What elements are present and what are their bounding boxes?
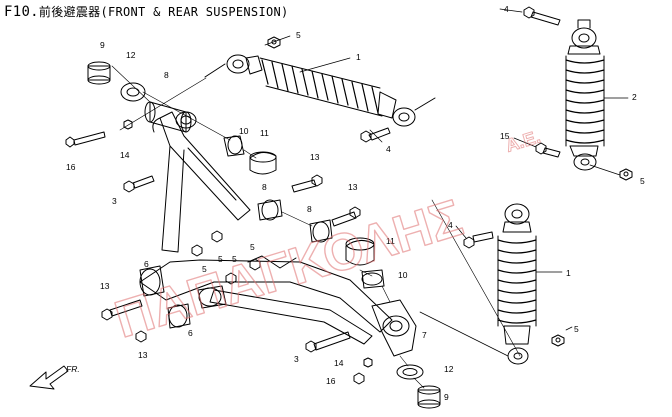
callout-9: 9 [100, 40, 105, 50]
callout-5: 5 [250, 242, 255, 252]
front-direction-label: FR. [66, 364, 80, 374]
front-shock-absorber[interactable] [497, 203, 537, 365]
callout-10: 10 [398, 270, 408, 280]
bushing-9-top[interactable] [87, 61, 111, 85]
upper-a-arm[interactable] [152, 111, 251, 253]
callout-16: 16 [326, 376, 336, 386]
callout-1: 1 [566, 268, 571, 278]
bolt-15[interactable] [535, 142, 561, 158]
callout-11: 11 [386, 236, 395, 246]
front-direction-arrow [29, 365, 69, 390]
nut-5-left[interactable] [191, 244, 203, 257]
callout-15: 15 [500, 131, 510, 141]
callout-10: 10 [239, 126, 249, 136]
bolt-13-left[interactable] [101, 299, 143, 321]
callout-6: 6 [188, 328, 193, 338]
callout-7: 7 [422, 330, 427, 340]
cap-11-upper[interactable] [249, 151, 277, 175]
knuckle-7[interactable] [371, 299, 417, 357]
callout-16: 16 [66, 162, 76, 172]
callout-5: 5 [574, 324, 579, 334]
bushing-6-lower[interactable] [167, 303, 191, 329]
callout-8: 8 [164, 70, 169, 80]
bolt-3-upper[interactable] [123, 175, 155, 193]
title-cjk: 前後避震器 [38, 5, 101, 19]
bushing-8-right[interactable] [257, 199, 283, 221]
nut-5-top[interactable] [267, 36, 281, 49]
callout-5: 5 [296, 30, 301, 40]
cap-11-lower[interactable] [345, 237, 375, 266]
callout-12: 12 [126, 50, 136, 60]
bushing-sleeve-lower-mid[interactable] [197, 285, 227, 309]
callout-4: 4 [386, 144, 391, 154]
callout-9: 9 [444, 392, 449, 402]
nut-14-lower[interactable] [363, 357, 373, 368]
callout-14: 14 [120, 150, 130, 160]
assembly-lines [111, 65, 521, 389]
nut-14-top[interactable] [123, 119, 133, 130]
bolt-13-upper[interactable] [291, 174, 323, 193]
bolt-4-middle[interactable] [360, 127, 391, 143]
callout-3: 3 [112, 196, 117, 206]
callout-5: 5 [640, 176, 645, 186]
callout-13: 13 [138, 350, 148, 360]
callout-leaders-right [499, 8, 629, 176]
callout-5: 5 [218, 254, 223, 264]
bushing-9-lower[interactable] [417, 385, 441, 409]
bolt-3-lower[interactable] [305, 331, 351, 353]
rear-shock-absorber-vertical[interactable] [565, 19, 605, 171]
callout-4: 4 [448, 220, 453, 230]
bolt-13-mid[interactable] [331, 206, 361, 227]
nut-5-right[interactable] [619, 168, 633, 181]
callout-labels: 9 12 8 16 14 10 11 3 8 13 8 13 11 6 5 5 … [66, 4, 645, 402]
callout-13: 13 [348, 182, 358, 192]
title-text: (FRONT & REAR SUSPENSION) [100, 5, 289, 19]
bushing-10-upper[interactable] [223, 135, 245, 157]
callout-2: 2 [632, 92, 637, 102]
title-code: F10. [4, 4, 39, 20]
rear-shock-absorber-diagonal[interactable] [204, 54, 436, 127]
callout-8: 8 [307, 204, 312, 214]
bushing-8-mid[interactable] [309, 219, 333, 243]
bushing-10-lower[interactable] [361, 269, 385, 289]
watermark: ΠΑΠΑΓΚΟΛΗΣ Α.Ε. [108, 126, 543, 350]
nut-5-front[interactable] [551, 334, 565, 347]
callout-11: 11 [260, 128, 269, 138]
callout-5: 5 [232, 254, 237, 264]
callout-4: 4 [504, 4, 509, 14]
bolt-16-lower[interactable] [353, 372, 365, 385]
callout-leaders-front [419, 225, 573, 357]
callout-12: 12 [444, 364, 454, 374]
callout-1: 1 [356, 52, 361, 62]
nut-5-center[interactable] [249, 258, 261, 271]
callout-leaders [264, 35, 383, 143]
bushing-6-left[interactable] [139, 265, 165, 297]
ring-12-lower[interactable] [396, 364, 424, 380]
bolt-13-bottom[interactable] [135, 330, 147, 343]
ring-12-top[interactable] [120, 82, 146, 102]
callout-5: 5 [202, 264, 207, 274]
callout-14: 14 [334, 358, 344, 368]
nut-5-small[interactable] [211, 230, 223, 243]
callout-13: 13 [310, 152, 320, 162]
bolt-4-front[interactable] [463, 231, 494, 249]
nut-5-mid[interactable] [225, 272, 237, 285]
bolt-16-top[interactable] [65, 131, 106, 148]
callout-6: 6 [144, 259, 149, 269]
watermark-text: ΠΑΠΑΓΚΟΛΗΣ [109, 189, 469, 349]
callout-13: 13 [100, 281, 110, 291]
diagram-title: F10.前後避震器(FRONT & REAR SUSPENSION) [4, 3, 289, 20]
bolt-4-top-right[interactable] [523, 6, 561, 26]
callout-3: 3 [294, 354, 299, 364]
callout-8: 8 [262, 182, 267, 192]
